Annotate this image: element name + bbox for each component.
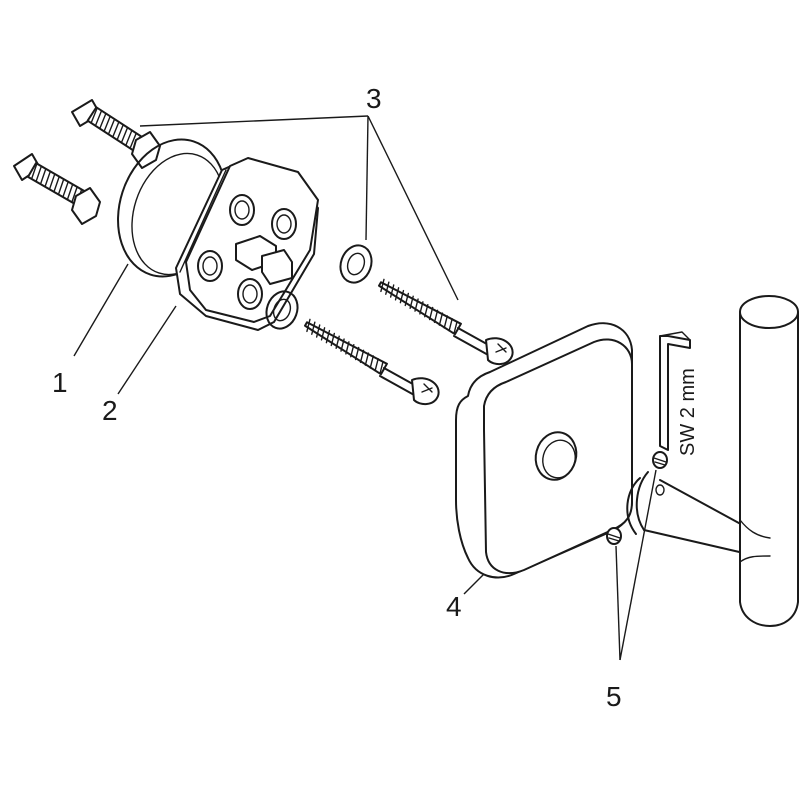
washer-upper: [339, 244, 373, 284]
thread-coil: [379, 360, 384, 375]
thread-coil: [414, 298, 419, 312]
thread-coil: [120, 126, 129, 144]
thread-coil: [340, 338, 345, 352]
thread-coil: [306, 318, 311, 333]
thread-coil: [374, 358, 379, 372]
base-plate: [175, 157, 319, 331]
thread-coil: [364, 352, 370, 366]
thread-coil: [438, 312, 444, 326]
thread-coil: [345, 341, 350, 355]
cover-rosette: [455, 322, 633, 579]
thread-coil: [35, 165, 43, 183]
thread-coil: [66, 183, 74, 201]
thread-coil: [424, 303, 429, 318]
washer-lower: [265, 290, 299, 330]
thread-coil: [311, 321, 316, 335]
thread-coil: [112, 121, 120, 138]
screw-upper: [378, 278, 514, 366]
thread-coil: [39, 168, 47, 185]
thread-coil: [335, 335, 340, 350]
thread-coil: [443, 315, 449, 329]
thread-coil: [354, 346, 360, 361]
thread-coil: [385, 281, 390, 295]
thread-coil: [94, 109, 103, 127]
wall-plug-upper: [71, 99, 161, 169]
thread-coil: [448, 318, 453, 332]
thread-coil: [48, 173, 56, 191]
wall-plug-lower: [13, 153, 101, 225]
callout-3: 3: [366, 83, 382, 114]
thread-coil: [99, 112, 107, 130]
thread-coil: [409, 295, 414, 310]
thread-coil: [53, 175, 60, 193]
callout-4: 4: [446, 591, 462, 622]
thread-coil: [325, 329, 331, 344]
thread-coil: [129, 132, 137, 149]
thread-coil: [394, 287, 400, 301]
thread-coil: [315, 324, 321, 338]
thread-coil: [428, 306, 434, 321]
callout-2: 2: [102, 395, 118, 426]
thread-coil: [57, 178, 65, 196]
thread-coil: [116, 124, 124, 141]
thread-coil: [359, 349, 365, 364]
thread-coil: [453, 320, 458, 335]
hex-key-size-note: SW 2 mm: [677, 368, 699, 456]
thread-coil: [350, 343, 355, 358]
thread-coil: [107, 118, 116, 135]
callout-1: 1: [52, 367, 68, 398]
screw-lower: [304, 318, 440, 406]
thread-coil: [330, 332, 336, 347]
thread-coil: [71, 186, 78, 203]
thread-coil: [399, 289, 405, 304]
thread-coil: [125, 129, 133, 147]
thread-coil: [103, 115, 111, 133]
leader-lines: [73, 115, 657, 661]
thread-coil: [320, 327, 326, 341]
thread-coil: [389, 284, 395, 298]
thread-coil: [404, 292, 410, 307]
thread-coil: [433, 309, 439, 324]
thread-coil: [90, 107, 98, 124]
thread-coil: [369, 355, 375, 369]
holder-bar: [626, 295, 799, 627]
thread-coil: [30, 162, 38, 180]
hex-key-icon: [659, 331, 691, 451]
set-screw-left: [606, 527, 622, 545]
thread-coil: [44, 170, 52, 188]
callout-5: 5: [606, 681, 622, 712]
set-screw-right: [652, 451, 668, 469]
thread-coil: [419, 301, 424, 315]
thread-coil: [380, 278, 385, 293]
thread-coil: [62, 180, 69, 198]
